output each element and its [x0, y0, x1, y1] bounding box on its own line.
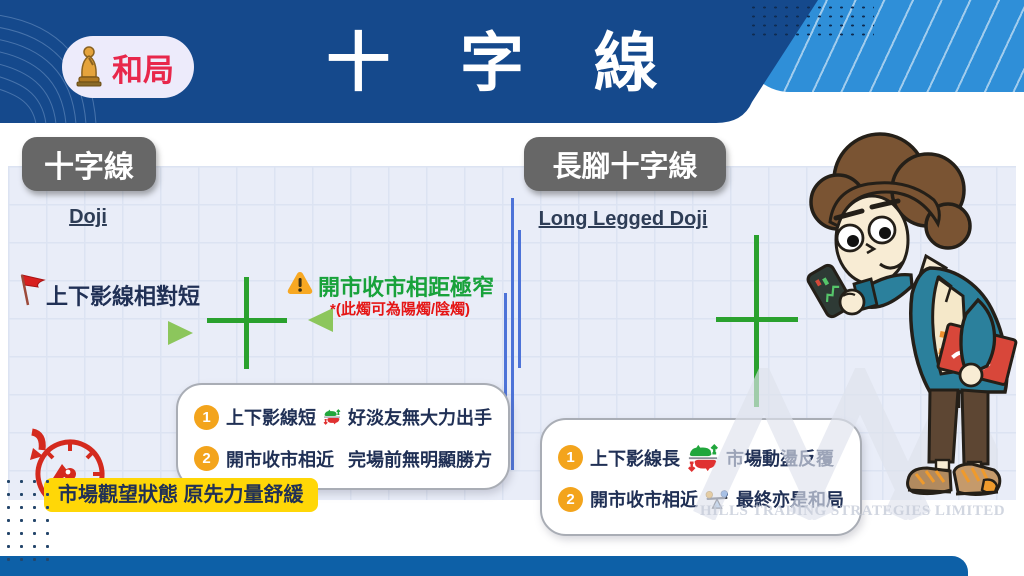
section-subtitle-long-legged-doji: Long Legged Doji — [538, 208, 708, 230]
pointer-arrow-left-icon — [308, 308, 333, 332]
warning-note: 開市收市相距極窄 — [318, 275, 495, 300]
cartoon-trader-character — [806, 132, 1018, 496]
company-name-watermark: HILLS TRADING STRATEGIES LIMITED — [700, 503, 1006, 519]
section-divider-line — [504, 293, 507, 429]
pointer-arrow-right-icon — [168, 321, 193, 345]
section-title-long-legged-doji: 長腳十字線 — [524, 137, 726, 191]
point-tail: 完場前無明顯勝方 — [348, 449, 492, 470]
warning-subnote: *(此燭可為陽燭/陰燭) — [330, 301, 470, 318]
point-number: 1 — [558, 445, 583, 470]
wave-lines-decor — [0, 15, 97, 125]
doji-candle-wick — [244, 277, 249, 369]
flag-note: 上下影線相對短 — [46, 284, 201, 309]
doji-candle-body — [207, 318, 287, 323]
point-tail: 好淡友無大力出手 — [348, 408, 492, 428]
long-legged-doji-body — [716, 317, 798, 322]
section-title-doji: 十字線 — [22, 137, 156, 191]
point-lead: 上下影線短 — [226, 408, 316, 428]
bull-bear-icon — [323, 409, 341, 425]
doji-points-box: 1 上下影線短 好淡友無大力出手 2 開市收市相近 完 — [176, 383, 510, 490]
point-row: 2 開市收市相近 完場前無明顯勝方 — [194, 445, 492, 472]
page-title: 十 字 線 — [326, 27, 684, 99]
bull-bear-icon — [688, 443, 718, 472]
dots-pattern-top-right — [748, 3, 874, 36]
point-row: 1 上下影線短 好淡友無大力出手 — [194, 401, 492, 433]
point-number: 1 — [194, 404, 219, 430]
red-flag-icon — [20, 274, 46, 306]
footer-band — [0, 556, 968, 576]
badge-label: 和局 — [112, 52, 174, 88]
warning-triangle-icon — [287, 272, 313, 294]
conclusion-highlight: 市場觀望狀態 原先力量舒緩 — [44, 478, 318, 512]
point-lead: 開市收市相近 — [226, 449, 334, 470]
result-badge: 和局 — [62, 36, 194, 98]
dots-pattern-bottom-left — [2, 475, 52, 571]
header-band — [0, 0, 818, 125]
point-number: 2 — [194, 446, 219, 471]
section-subtitle-doji: Doji — [69, 206, 107, 228]
point-lead: 上下影線長 — [590, 448, 680, 469]
section-divider-line — [518, 230, 521, 368]
chess-bishop-icon — [76, 46, 102, 87]
point-lead: 開市收市相近 — [590, 490, 698, 510]
point-number: 2 — [558, 486, 583, 512]
section-divider-line — [511, 198, 514, 470]
